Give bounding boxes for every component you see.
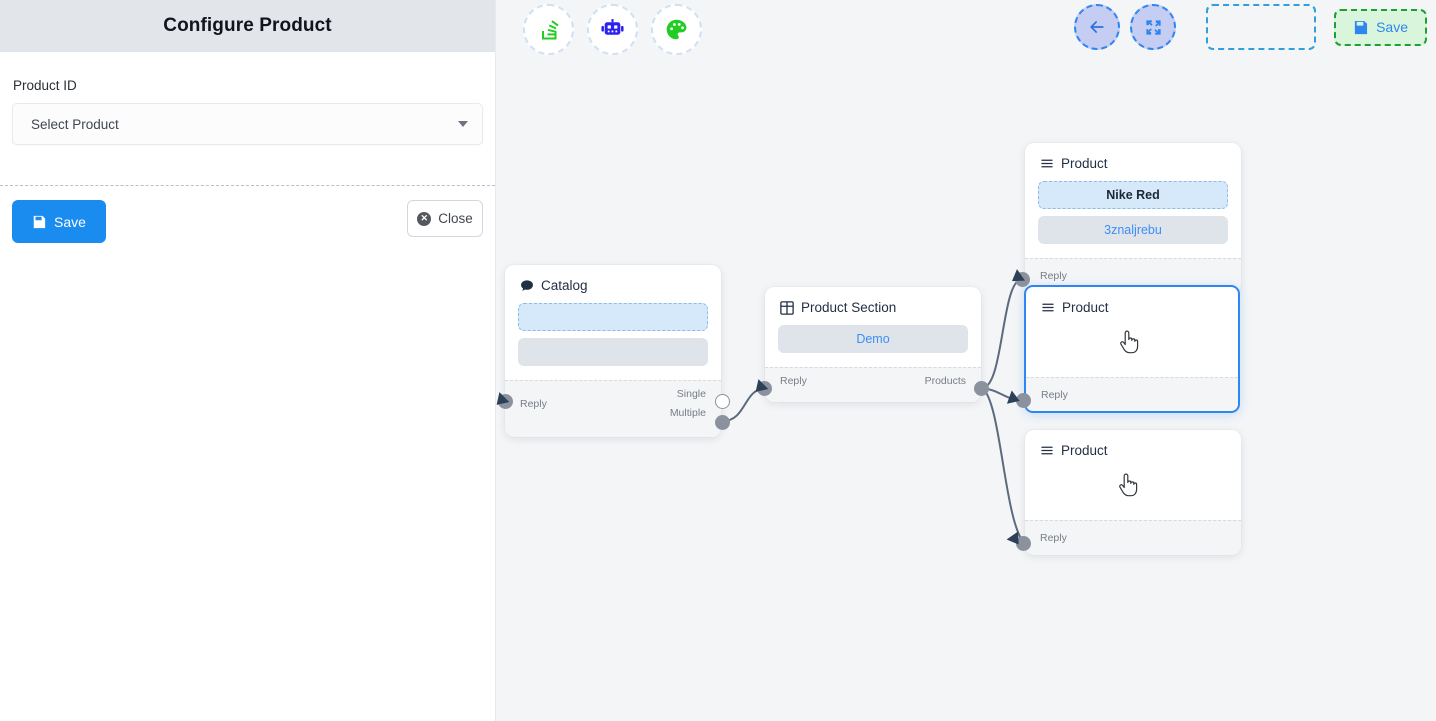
node-product-2-title: Product — [1062, 300, 1109, 315]
node-product-section-header: Product Section — [765, 287, 981, 315]
catalog-out-port-multiple-label: Multiple — [669, 407, 706, 419]
canvas-save-label: Save — [1376, 19, 1408, 35]
catalog-out-labels: Single Multiple — [670, 388, 706, 419]
node-product-section[interactable]: Product Section Demo Reply Products — [765, 287, 981, 402]
back-button[interactable] — [1074, 4, 1121, 50]
node-product-2-header: Product — [1026, 287, 1238, 315]
canvas-toolbar-left — [523, 4, 702, 55]
close-circle-icon: ✕ — [417, 211, 432, 226]
node-product-section-footer: Reply Products — [765, 367, 981, 402]
catalog-in-port[interactable] — [498, 394, 513, 409]
arrow-left-icon — [1090, 21, 1104, 33]
node-product-2-body — [1026, 315, 1238, 377]
panel-divider — [0, 185, 495, 186]
product-3-in-port-label: Reply — [1040, 532, 1067, 544]
product-1-item-name[interactable]: Nike Red — [1038, 181, 1228, 209]
toolbar-empty-slot — [1206, 4, 1317, 50]
catalog-out-port-single[interactable] — [715, 394, 730, 409]
catalog-out-port-single-label: Single — [676, 388, 706, 400]
product-section-out-port-label: Products — [924, 375, 966, 387]
save-button[interactable]: Save — [12, 200, 106, 243]
list-icon — [1042, 303, 1054, 312]
chevron-down-icon — [458, 121, 468, 127]
node-product-3-footer: Reply — [1025, 520, 1241, 555]
configure-product-panel: Configure Product Product ID Select Prod… — [0, 0, 496, 721]
close-button[interactable]: ✕ Close — [407, 200, 483, 237]
product-1-item-variant[interactable]: 3znaljrebu — [1038, 216, 1228, 244]
node-product-1[interactable]: Product Nike Red 3znaljrebu Reply — [1025, 143, 1241, 293]
stack-overflow-icon — [541, 19, 559, 39]
palette-icon — [666, 19, 687, 40]
canvas-save-button[interactable]: Save — [1334, 8, 1427, 46]
node-product-3-body — [1025, 458, 1241, 520]
pointing-hand-cursor-icon — [1107, 464, 1149, 506]
bot-tool-button[interactable] — [587, 4, 638, 55]
list-icon — [1041, 446, 1053, 455]
panel-actions: Save ✕ Close — [12, 200, 483, 244]
node-product-2-footer: Reply — [1026, 377, 1238, 411]
catalog-out-port-multiple[interactable] — [715, 415, 730, 430]
node-product-section-body: Demo — [765, 315, 981, 367]
catalog-placeholder-1[interactable] — [518, 303, 708, 331]
fit-screen-icon — [1145, 19, 1161, 35]
close-button-label: Close — [438, 211, 473, 226]
product-section-ports-row: Reply Products — [780, 375, 966, 387]
floppy-disk-icon — [1354, 20, 1368, 34]
fit-screen-button[interactable] — [1130, 4, 1177, 50]
list-icon — [1041, 159, 1053, 168]
catalog-ports-row: Reply Single Multiple — [520, 388, 706, 419]
node-product-section-title: Product Section — [801, 300, 897, 315]
robot-icon — [601, 19, 624, 35]
node-product-3-title: Product — [1061, 443, 1108, 458]
node-product-2[interactable]: Product Reply — [1024, 285, 1240, 413]
chat-bubble-icon — [521, 279, 533, 291]
product-select[interactable]: Select Product — [12, 103, 483, 145]
grid-icon — [780, 300, 794, 315]
catalog-in-port-label: Reply — [520, 397, 547, 410]
product-section-out-port-products[interactable] — [974, 381, 989, 396]
node-product-3[interactable]: Product Reply — [1025, 430, 1241, 555]
node-product-1-title: Product — [1061, 156, 1108, 171]
product-select-value: Select Product — [31, 116, 119, 132]
node-catalog-title: Catalog — [541, 278, 588, 293]
product-2-in-port-label: Reply — [1041, 389, 1068, 401]
product-1-in-port-label: Reply — [1040, 270, 1067, 282]
node-product-3-header: Product — [1025, 430, 1241, 458]
theme-tool-button[interactable] — [651, 4, 702, 55]
node-catalog-body — [505, 293, 721, 380]
node-catalog[interactable]: Catalog Reply Single Multiple — [505, 265, 721, 437]
save-button-label: Save — [54, 213, 86, 230]
node-catalog-header: Catalog — [505, 265, 721, 293]
flow-canvas[interactable]: Save Catalog Reply Single Multipl — [496, 0, 1436, 721]
catalog-placeholder-2[interactable] — [518, 338, 708, 366]
product-section-in-port-label: Reply — [780, 375, 807, 387]
node-product-1-body: Nike Red 3znaljrebu — [1025, 171, 1241, 258]
panel-body: Product ID Select Product — [0, 52, 495, 145]
canvas-toolbar-right: Save — [1074, 4, 1427, 50]
floppy-disk-icon — [33, 215, 46, 228]
product-id-label: Product ID — [13, 78, 77, 93]
node-product-1-header: Product — [1025, 143, 1241, 171]
pointing-hand-cursor-icon — [1108, 321, 1150, 363]
panel-header: Configure Product — [0, 0, 495, 52]
page-title: Configure Product — [163, 15, 332, 36]
stack-tool-button[interactable] — [523, 4, 574, 55]
node-catalog-footer: Reply Single Multiple — [505, 380, 721, 437]
product-section-item-demo[interactable]: Demo — [778, 325, 968, 353]
